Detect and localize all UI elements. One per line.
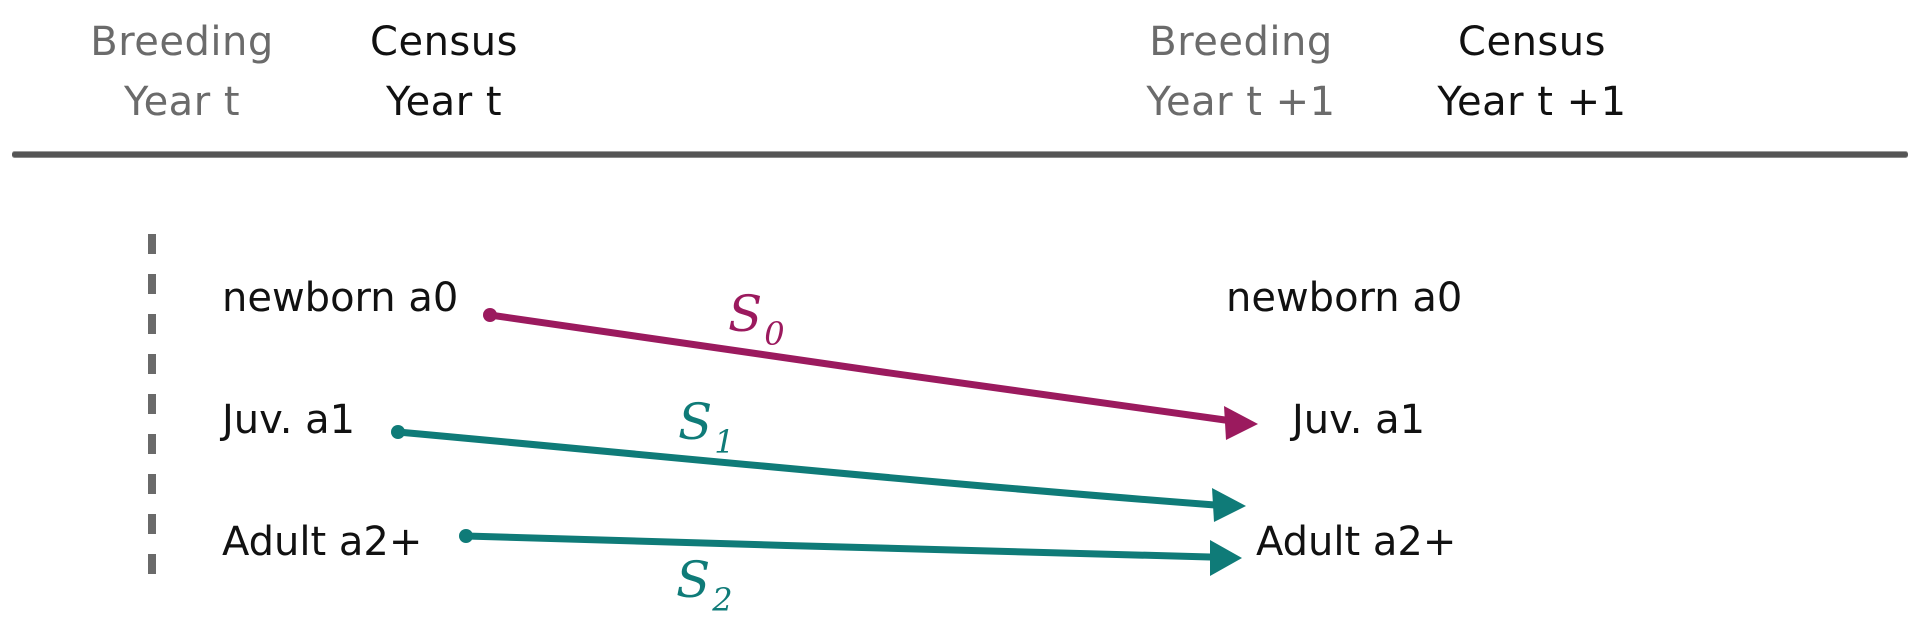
- stage-left-adult: Adult a2+: [222, 519, 423, 565]
- label-s0-symbol: S: [728, 285, 763, 343]
- arrow-s2-shaft: [462, 532, 1214, 561]
- stage-right-adult: Adult a2+: [1256, 519, 1457, 565]
- stage-right-newborn: newborn a0: [1226, 275, 1463, 321]
- timeline-divider: [12, 152, 1908, 157]
- label-s2: S2: [676, 551, 733, 619]
- header-breeding-label: Breeding: [90, 19, 274, 65]
- header-year-label: Year t: [385, 79, 503, 125]
- arrow-s1-shaft: [394, 428, 1219, 509]
- label-s0: S0: [728, 285, 785, 353]
- header-census-year-t1: Census Year t +1: [1412, 18, 1652, 126]
- header-year-label: Year t: [123, 79, 241, 125]
- label-s0-subscript: 0: [764, 315, 785, 353]
- arrow-s2: [459, 529, 1242, 576]
- header-year-label: Year t +1: [1146, 79, 1336, 125]
- label-s2-symbol: S: [676, 551, 711, 609]
- header-census-label: Census: [1458, 19, 1606, 65]
- arrow-s1: [391, 425, 1246, 522]
- label-s1-subscript: 1: [714, 423, 735, 461]
- arrow-s0: [483, 308, 1258, 440]
- header-breeding-label: Breeding: [1149, 19, 1333, 65]
- stage-right-juvenile: Juv. a1: [1292, 397, 1426, 443]
- header-year-label: Year t +1: [1437, 79, 1627, 125]
- header-breeding-year-t: Breeding Year t: [72, 18, 292, 126]
- census-dashed-line: [148, 234, 156, 574]
- stage-left-newborn: newborn a0: [222, 275, 459, 321]
- arrow-s0-shaft: [486, 311, 1229, 424]
- arrow-s2-head: [1210, 540, 1242, 576]
- header-census-label: Census: [370, 19, 518, 65]
- arrow-s1-head: [1212, 488, 1246, 522]
- label-s2-subscript: 2: [712, 581, 733, 619]
- arrow-s0-head: [1224, 406, 1258, 440]
- label-s1: S1: [678, 393, 735, 461]
- stage-left-juvenile: Juv. a1: [222, 397, 356, 443]
- label-s1-symbol: S: [678, 393, 713, 451]
- header-census-year-t: Census Year t: [354, 18, 534, 126]
- header-breeding-year-t1: Breeding Year t +1: [1126, 18, 1356, 126]
